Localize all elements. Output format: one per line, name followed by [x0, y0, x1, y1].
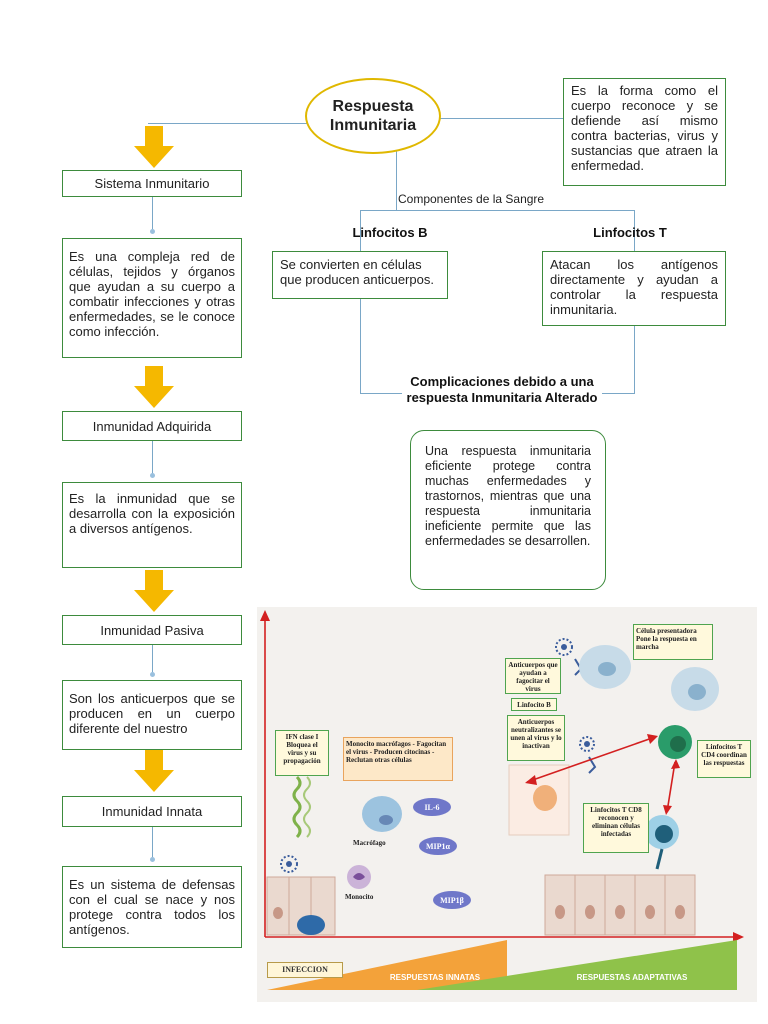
linfocitos-t-desc: Atacan los antígenos directamente y ayud…: [542, 251, 726, 326]
box-sistema-inmunitario: Sistema Inmunitario: [62, 170, 242, 197]
arrow-down-icon: [134, 570, 174, 612]
ifn-label: IFN clase I Bloquea el virus y su propag…: [275, 730, 329, 776]
infeccion-label: INFECCION: [267, 962, 343, 978]
respuestas-adaptativas-label: RESPUESTAS ADAPTATIVAS: [576, 973, 688, 982]
connector-dot-1: [150, 229, 155, 234]
desc-inmunidad-adquirida: Es la inmunidad que se desarrolla con la…: [62, 482, 242, 568]
branch-b-line: [360, 210, 361, 394]
box-inmunidad-innata: Inmunidad Innata: [62, 796, 242, 827]
monocito-label: Monocito: [345, 893, 374, 901]
monocyte-macrophage-label: Monocito macrófagos - Fagocitan el virus…: [343, 737, 453, 781]
linfocitos-b-title: Linfocitos B: [352, 225, 428, 240]
title-down-line: [396, 150, 397, 210]
connector-2: [152, 441, 153, 476]
il6-cytokine: IL-6: [413, 798, 451, 816]
main-title-ellipse: Respuesta Inmunitaria: [305, 78, 441, 154]
mip1a-cytokine: MIP1α: [419, 837, 457, 855]
title-definition-line: [440, 118, 564, 119]
connector-dot-3: [150, 672, 155, 677]
components-label: Componentes de la Sangre: [398, 192, 588, 206]
definition-box: Es la forma como el cuerpo reconoce y se…: [563, 78, 726, 186]
apc-label: Célula presentadora Pone la respuesta en…: [633, 624, 713, 660]
desc-sistema-inmunitario: Es una compleja red de células, tejidos …: [62, 238, 242, 358]
respuestas-innatas-label: RESPUESTAS INNATAS: [389, 973, 481, 982]
connector-3: [152, 645, 153, 675]
arrow-down-icon: [134, 750, 174, 792]
macrofago-label: Macrófago: [353, 839, 386, 847]
connector-dot-4: [150, 857, 155, 862]
complications-title: Complicaciones debido a una respuesta In…: [402, 374, 602, 406]
desc-inmunidad-pasiva: Son los anticuerpos que se producen en u…: [62, 680, 242, 750]
cd4-label: Linfocitos T CD4 coordinan las respuesta…: [697, 740, 751, 778]
main-title-line1: Respuesta: [332, 98, 414, 115]
arrow-down-icon: [134, 366, 174, 408]
mip1b-cytokine: MIP1β: [433, 891, 471, 909]
box-inmunidad-adquirida: Inmunidad Adquirida: [62, 411, 242, 441]
box-inmunidad-pasiva: Inmunidad Pasiva: [62, 615, 242, 645]
connector-dot-2: [150, 473, 155, 478]
linfocitos-t-title: Linfocitos T: [593, 225, 667, 240]
connector-4: [152, 827, 153, 860]
arrow-down-icon: [134, 126, 174, 168]
linfocito-b-label: Linfocito B: [511, 698, 557, 711]
definition-text: Es la forma como el cuerpo reconoce y se…: [571, 83, 718, 173]
components-bar: [360, 210, 635, 211]
linfocitos-b-desc: Se convierten en células que producen an…: [272, 251, 448, 299]
immune-response-illustration: IFN clase I Bloquea el virus y su propag…: [257, 607, 757, 1002]
illustration-drawing: [260, 610, 744, 990]
antibodies-neutral-label: Anticuerpos neutralizantes se unen al vi…: [507, 715, 565, 761]
cd8-label: Linfocitos T CD8 reconocen y eliminan cé…: [583, 803, 649, 853]
connector-1: [152, 197, 153, 232]
complications-text-box: Una respuesta inmunitaria eficiente prot…: [410, 430, 606, 590]
desc-inmunidad-innata: Es un sistema de defensas con el cual se…: [62, 866, 242, 948]
main-title-line2: Inmunitaria: [329, 117, 417, 134]
title-connector-line: [148, 123, 308, 124]
antibodies-help-label: Anticuerpos que ayudan a fagocitar el vi…: [505, 658, 561, 694]
